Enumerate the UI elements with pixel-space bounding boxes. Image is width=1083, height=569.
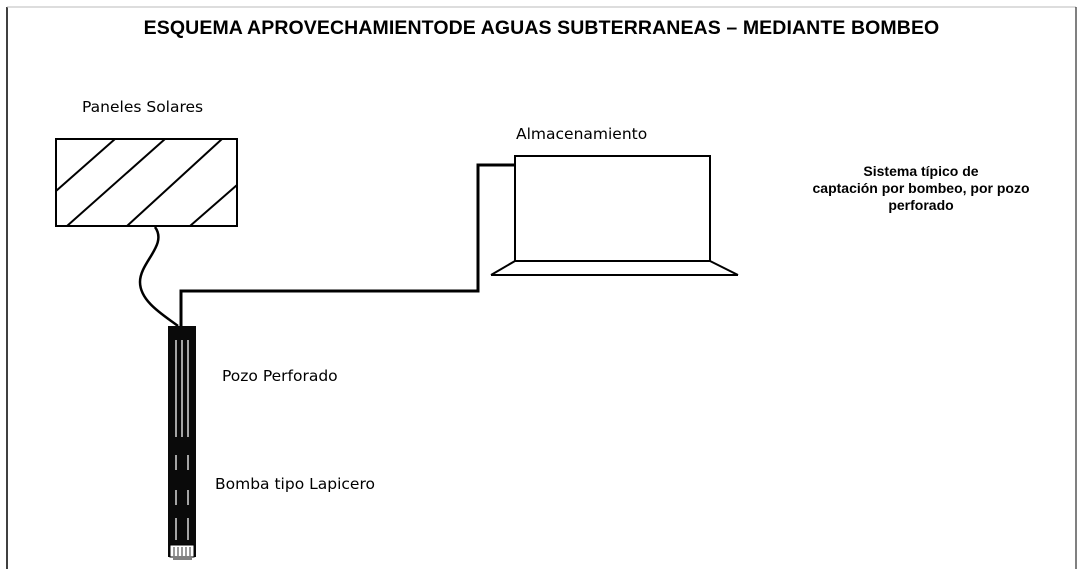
note-line-2: captación por bombeo, por pozo [812, 180, 1030, 196]
system-description-note: Sistema típico de captación por bombeo, … [770, 163, 1072, 214]
solar-panels-label: Paneles Solares [82, 98, 204, 116]
storage-tank [490, 155, 739, 276]
power-cable [138, 226, 179, 327]
well-pump [168, 326, 196, 560]
note-line-1: Sistema típico de [863, 163, 979, 179]
note-line-3: perforado [888, 197, 954, 213]
water-pipe [179, 163, 515, 326]
pump-label: Bomba tipo Lapicero [215, 475, 375, 493]
storage-label: Almacenamiento [516, 125, 648, 143]
diagram-title: ESQUEMA APROVECHAMIENTODE AGUAS SUBTERRA… [143, 17, 940, 39]
solar-panel [55, 138, 238, 227]
well-label: Pozo Perforado [222, 367, 338, 385]
